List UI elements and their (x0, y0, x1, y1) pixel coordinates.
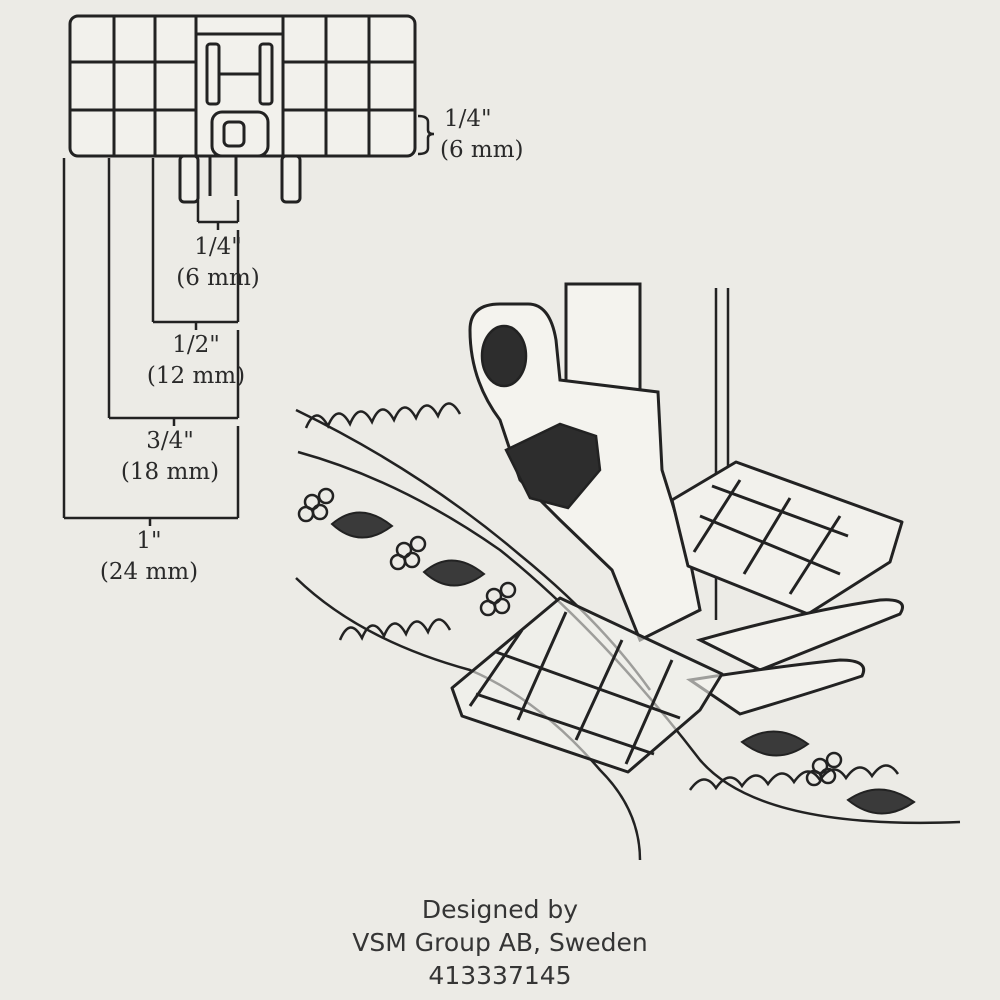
dimension-lines (62, 114, 435, 526)
metric-text: (18 mm) (120, 459, 220, 485)
presser-foot-top-view (68, 14, 417, 204)
fraction-text: 1/4" (444, 106, 492, 132)
measurement-label-half: 1/2" (12 mm) (134, 330, 258, 392)
fraction-text: 1/2" (172, 332, 220, 358)
fraction-text: 3/4" (146, 428, 194, 454)
foot-toes (686, 598, 904, 716)
metric-text: (12 mm) (146, 363, 246, 389)
foot-grid-plate-back (670, 460, 904, 616)
fraction-text: 1" (136, 528, 162, 554)
credits-part-number: 413337145 (428, 961, 572, 990)
metric-text: (24 mm) (99, 559, 199, 585)
credits-designed-by: Designed by (421, 895, 579, 924)
measurement-label-side: 1/4" (6 mm) (440, 104, 524, 166)
measurement-label-one-inch: 1" (24 mm) (84, 526, 214, 588)
credits-company: VSM Group AB, Sweden (352, 928, 648, 957)
measurement-label-three-quarter: 3/4" (18 mm) (108, 426, 232, 488)
foot-grid-plate-front (450, 596, 724, 774)
credits-block: Designed by VSM Group AB, Sweden 4133371… (0, 893, 1000, 992)
screw-knob (480, 324, 602, 510)
metric-text: (6 mm) (440, 137, 524, 163)
measurement-label-quarter: 1/4" (6 mm) (158, 232, 278, 294)
satin-stitch-leaves (330, 511, 916, 815)
fraction-text: 1/4" (194, 234, 242, 260)
metric-text: (6 mm) (176, 265, 260, 291)
